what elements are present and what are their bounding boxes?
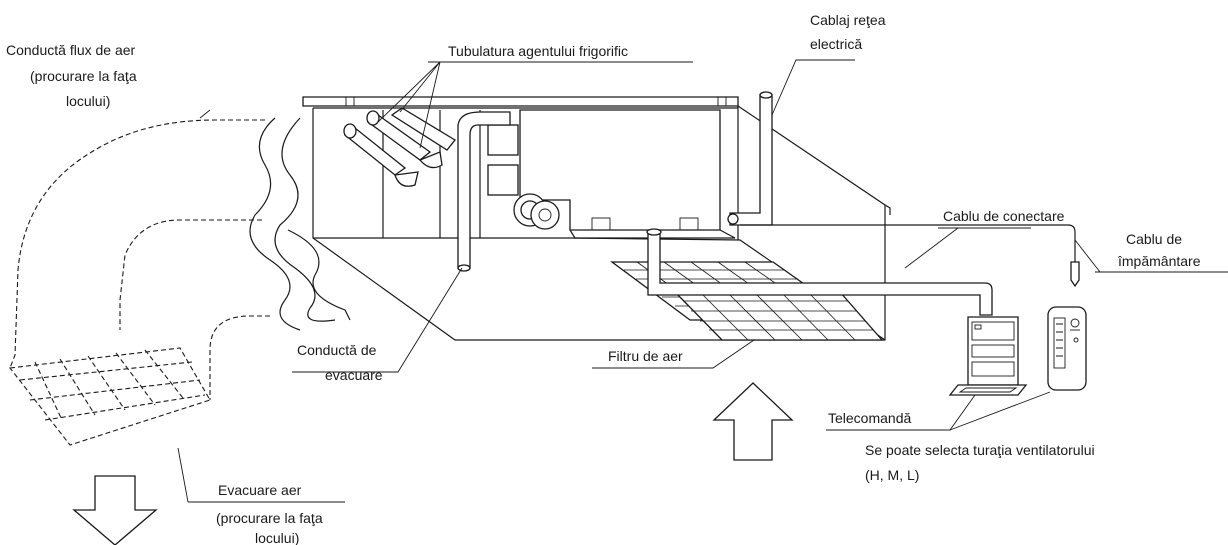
power-label-line2: electrică (810, 36, 862, 52)
connecting-cable (646, 228, 993, 316)
exhaust-label-line2: (procurare la faţa (216, 510, 323, 526)
filter-label: Filtru de aer (608, 348, 683, 364)
ground-cable (740, 224, 1080, 288)
drain-label-line2: evacuare (325, 367, 383, 383)
duct-label-line1: Conductă flux de aer (6, 42, 136, 58)
ground-label-line2: împământare (1117, 253, 1201, 269)
fan-label-line2: (H, M, L) (865, 467, 919, 483)
duct-label-line3: locului) (66, 93, 110, 109)
indoor-unit (302, 91, 891, 341)
fan-label-line1: Se poate selecta turaţia ventilatorului (865, 442, 1095, 458)
connecting-cable-label: Cablu de conectare (943, 208, 1065, 224)
power-label-line1: Cablaj reţea (810, 12, 886, 28)
exhaust-arrow (72, 475, 158, 545)
wireless-remote (1047, 306, 1087, 391)
wired-remote (948, 316, 1028, 396)
duct-label-line2: (procurare la faţa (30, 68, 137, 84)
labels: Conductă flux de aer (procurare la faţa … (6, 12, 1201, 545)
cut-lines (249, 117, 351, 331)
refrigerant-label: Tubulatura agentului frigorific (448, 43, 628, 59)
exhaust-label-line3: locului) (255, 530, 299, 545)
ground-label-line1: Cablu de (1126, 231, 1182, 247)
intake-arrow (712, 382, 794, 461)
drain-label-line1: Conductă de (297, 342, 377, 358)
leader-lines (177, 59, 1228, 503)
remote-label: Telecomandă (828, 410, 911, 426)
airflow-duct (8, 119, 270, 446)
exhaust-label-line1: Evacuare aer (218, 482, 302, 498)
